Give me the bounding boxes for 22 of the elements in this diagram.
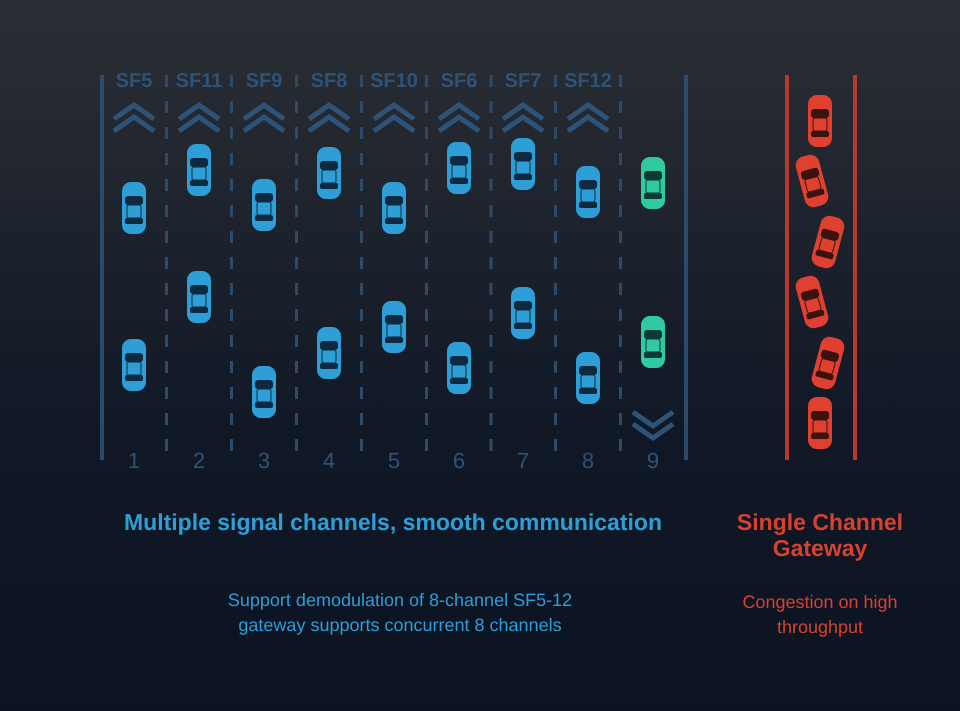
lane-label: SF9 — [246, 70, 282, 93]
lane-number: 3 — [258, 448, 270, 474]
lane-label: SF7 — [504, 70, 542, 93]
lane-label: SF12 — [564, 70, 612, 93]
lane-number: 1 — [128, 448, 140, 474]
description: Support demodulation of 8-channel SF5-12 — [228, 590, 572, 611]
lane-label: SF8 — [310, 70, 348, 93]
lane-label: SF5 — [116, 70, 152, 93]
description: gateway supports concurrent 8 channels — [238, 615, 562, 636]
lane-number: 2 — [192, 448, 206, 474]
lane-label: SF11 — [176, 70, 222, 93]
description: Congestion on high throughput — [741, 591, 899, 639]
lane-number: 6 — [452, 448, 466, 474]
lane-number: 5 — [388, 448, 400, 474]
lane-label: SF10 — [370, 70, 418, 93]
lane-number: 4 — [322, 448, 336, 474]
lane-number: 9 — [646, 448, 660, 474]
heading: Single Channel Gateway — [736, 509, 904, 561]
heading: Multiple signal channels, smooth communication — [124, 509, 662, 536]
lane-number: 7 — [516, 448, 530, 474]
lane-number: 8 — [582, 448, 594, 474]
lane-label: SF6 — [440, 70, 478, 93]
